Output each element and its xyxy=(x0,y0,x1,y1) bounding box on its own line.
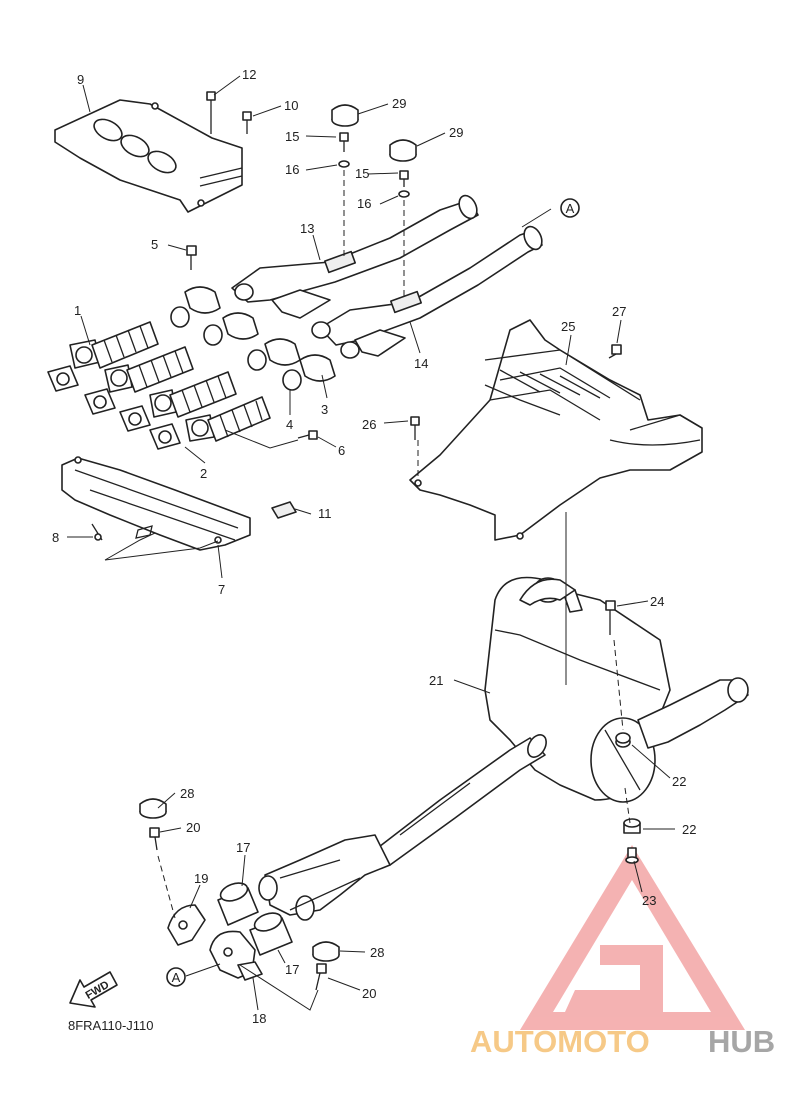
callout-28b: 28 xyxy=(370,945,384,960)
callout-20b: 20 xyxy=(362,986,376,1001)
callout-14: 14 xyxy=(414,356,428,371)
callout-12: 12 xyxy=(242,67,256,82)
callout-5: 5 xyxy=(151,237,158,252)
svg-text:AUTOMOTO: AUTOMOTO xyxy=(470,1024,650,1059)
bolt-27 xyxy=(608,344,622,359)
cap-29-left xyxy=(331,104,359,127)
leader-lines xyxy=(67,75,675,1011)
svg-text:HUB: HUB xyxy=(708,1024,775,1059)
callout-9: 9 xyxy=(77,72,84,87)
callout-4: 4 xyxy=(286,417,293,432)
gasket-ring-4 xyxy=(170,306,302,391)
svg-text:A: A xyxy=(566,201,575,216)
tail-pipe-17 xyxy=(217,882,293,956)
clamp-3 xyxy=(184,286,336,382)
callout-2: 2 xyxy=(200,466,207,481)
watermark-text: AUTOMOTO HUB xyxy=(470,1024,775,1059)
callout-28a: 28 xyxy=(180,786,194,801)
callout-labels: 9 12 10 29 29 15 16 15 16 13 5 1 14 25 2… xyxy=(52,67,696,1026)
callout-15b: 15 xyxy=(355,166,369,181)
watermark-logo xyxy=(520,845,745,1030)
callout-27: 27 xyxy=(612,304,626,319)
callout-13: 13 xyxy=(300,221,314,236)
cap-28-upper xyxy=(139,798,167,819)
bolt-5 xyxy=(186,245,197,270)
bolt-15-left xyxy=(338,132,350,258)
callout-21: 21 xyxy=(429,673,443,688)
gasket-2 xyxy=(47,365,181,450)
cap-29-right xyxy=(389,139,417,162)
callout-7: 7 xyxy=(218,582,225,597)
clip-8 xyxy=(91,523,103,541)
y-pipe xyxy=(258,834,391,921)
callout-19: 19 xyxy=(194,871,208,886)
grommet-22-upper xyxy=(615,732,631,748)
bolt-20-upper xyxy=(149,827,176,919)
callout-22b: 22 xyxy=(682,822,696,837)
svg-text:A: A xyxy=(172,970,181,985)
callout-15a: 15 xyxy=(285,129,299,144)
callout-29b: 29 xyxy=(449,125,463,140)
cap-28-lower xyxy=(312,941,340,962)
callout-17b: 17 xyxy=(285,962,299,977)
callout-17a: 17 xyxy=(236,840,250,855)
exhaust-header-1 xyxy=(69,321,271,442)
bolt-26 xyxy=(410,416,420,480)
bolt-20-lower xyxy=(315,963,327,991)
callout-24: 24 xyxy=(650,594,664,609)
mid-pipe-13 xyxy=(231,194,479,319)
callout-25: 25 xyxy=(561,319,575,334)
callout-8: 8 xyxy=(52,530,59,545)
callout-22a: 22 xyxy=(672,774,686,789)
collar-23 xyxy=(624,787,639,864)
connection-marker-a-upper: A xyxy=(560,198,580,218)
heat-shield-upper xyxy=(54,99,243,213)
muffler-heat-shield xyxy=(409,319,703,541)
callout-6: 6 xyxy=(338,443,345,458)
callout-3: 3 xyxy=(321,402,328,417)
callout-23: 23 xyxy=(642,893,656,908)
connection-marker-a-lower: A xyxy=(166,967,186,987)
callout-26: 26 xyxy=(362,417,376,432)
bolt-12 xyxy=(206,91,216,134)
mid-pipe-14 xyxy=(311,225,543,359)
diagram-reference-code: 8FRA110-J110 xyxy=(68,1018,154,1033)
bolt-10 xyxy=(242,111,252,134)
grommet-22-lower xyxy=(623,818,641,834)
heat-shield-lower xyxy=(61,456,297,551)
callout-1: 1 xyxy=(74,303,81,318)
callout-16b: 16 xyxy=(357,196,371,211)
bolt-6 xyxy=(297,430,318,440)
svg-text:FWD: FWD xyxy=(84,979,112,1002)
forward-direction-arrow: FWD xyxy=(69,971,118,1008)
bracket-19 xyxy=(167,904,206,946)
callout-29a: 29 xyxy=(392,96,406,111)
bolt-15-right xyxy=(398,170,410,296)
callout-20a: 20 xyxy=(186,820,200,835)
callout-11: 11 xyxy=(318,506,332,521)
callout-18: 18 xyxy=(252,1011,266,1026)
callout-16a: 16 xyxy=(285,162,299,177)
bolt-24 xyxy=(605,600,624,731)
callout-10: 10 xyxy=(284,98,298,113)
